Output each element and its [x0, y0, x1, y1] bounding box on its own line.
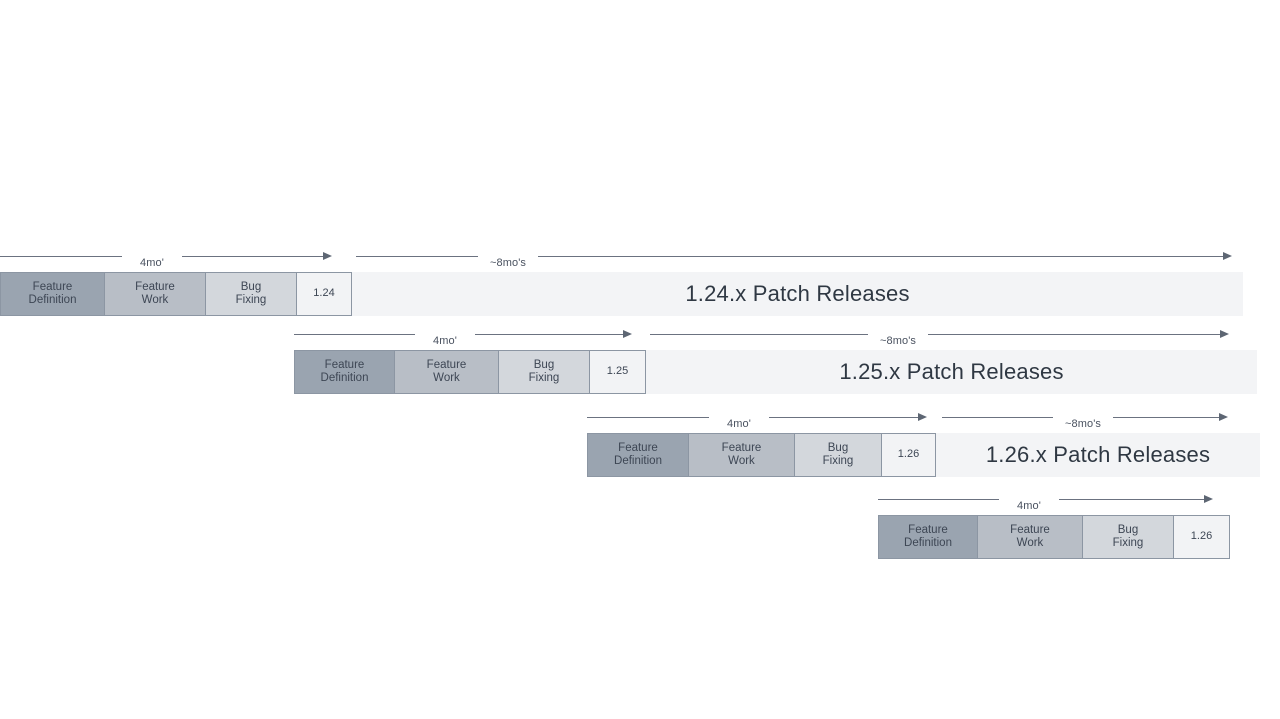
dev-cycle-arrow-release-1-24: 4mo': [0, 248, 332, 274]
patch-window-arrow-release-1-24: ~8mo's: [356, 248, 1232, 274]
dev-cycle-arrow-release-1-25-label: 4mo': [433, 335, 457, 347]
phase-bug-fixing-release-1-26-next[interactable]: Bug Fixing: [1082, 515, 1173, 559]
phase-feature-work-release-1-24[interactable]: Feature Work: [104, 272, 205, 316]
version-box-release-1-25[interactable]: 1.25: [589, 350, 646, 394]
version-box-release-1-26-next[interactable]: 1.26: [1173, 515, 1230, 559]
dev-cycle-arrow-release-1-25-line-left: [294, 334, 415, 335]
dev-cycle-arrow-release-1-25-line-right: [475, 334, 623, 335]
dev-cycle-arrow-release-1-24-line-left: [0, 256, 122, 257]
dev-cycle-arrow-release-1-26-next: 4mo': [878, 491, 1213, 517]
version-box-release-1-24[interactable]: 1.24: [296, 272, 352, 316]
patch-window-arrow-release-1-25-label: ~8mo's: [879, 335, 917, 347]
phase-bug-fixing-release-1-25[interactable]: Bug Fixing: [498, 350, 589, 394]
phase-bug-fixing-release-1-24[interactable]: Bug Fixing: [205, 272, 296, 316]
dev-cycle-arrow-release-1-25-arrowhead: [623, 330, 632, 338]
patch-window-arrow-release-1-25-line-right: [928, 334, 1220, 335]
phase-bug-fixing-release-1-26[interactable]: Bug Fixing: [794, 433, 881, 477]
patch-window-arrow-release-1-24-label: ~8mo's: [489, 257, 527, 269]
phase-feature-definition-release-1-26-next[interactable]: Feature Definition: [878, 515, 977, 559]
dev-cycle-arrow-release-1-24-line-right: [182, 256, 323, 257]
phase-feature-definition-release-1-26[interactable]: Feature Definition: [587, 433, 688, 477]
patch-window-arrow-release-1-24-line-left: [356, 256, 478, 257]
patch-window-arrow-release-1-24-line-right: [538, 256, 1223, 257]
patch-release-band-release-1-26: 1.26.x Patch Releases: [936, 433, 1260, 477]
timeline-row-release-1-25: 4mo' ~8mo's 1.25.x Patch Releases Feature D…: [0, 326, 1280, 406]
patch-window-arrow-release-1-26-label: ~8mo's: [1064, 418, 1102, 430]
phase-feature-work-release-1-25[interactable]: Feature Work: [394, 350, 498, 394]
dev-cycle-arrow-release-1-24-arrowhead: [323, 252, 332, 260]
patch-window-arrow-release-1-26-arrowhead: [1219, 413, 1228, 421]
patch-window-arrow-release-1-26-line-right: [1113, 417, 1219, 418]
dev-cycle-arrow-release-1-26-arrowhead: [918, 413, 927, 421]
dev-cycle-arrow-release-1-26-next-label: 4mo': [1017, 500, 1041, 512]
dev-cycle-arrow-release-1-25: 4mo': [294, 326, 632, 352]
phase-feature-work-release-1-26-next[interactable]: Feature Work: [977, 515, 1082, 559]
dev-cycle-arrow-release-1-26-next-line-right: [1059, 499, 1204, 500]
dev-cycle-arrow-release-1-26-label: 4mo': [727, 418, 751, 430]
dev-cycle-arrow-release-1-26-next-line-left: [878, 499, 999, 500]
timeline-row-release-1-26: 4mo' ~8mo's 1.26.x Patch Releases Feature D…: [0, 409, 1280, 489]
phase-feature-work-release-1-26[interactable]: Feature Work: [688, 433, 794, 477]
patch-window-arrow-release-1-26-line-left: [942, 417, 1053, 418]
dev-cycle-arrow-release-1-26: 4mo': [587, 409, 927, 435]
dev-cycle-arrow-release-1-26-next-arrowhead: [1204, 495, 1213, 503]
patch-window-arrow-release-1-25-line-left: [650, 334, 868, 335]
patch-release-title-release-1-26: 1.26.x Patch Releases: [985, 442, 1211, 467]
patch-window-arrow-release-1-24-arrowhead: [1223, 252, 1232, 260]
patch-release-band-release-1-24: 1.24.x Patch Releases: [352, 272, 1243, 316]
patch-window-arrow-release-1-25-arrowhead: [1220, 330, 1229, 338]
dev-cycle-arrow-release-1-26-line-right: [769, 417, 918, 418]
patch-release-band-release-1-25: 1.25.x Patch Releases: [646, 350, 1257, 394]
timeline-row-release-1-24: 4mo' ~8mo's 1.24.x Patch Releases Feature D…: [0, 248, 1280, 328]
patch-window-arrow-release-1-25: ~8mo's: [650, 326, 1229, 352]
dev-cycle-arrow-release-1-24-label: 4mo': [140, 257, 164, 269]
patch-release-title-release-1-24: 1.24.x Patch Releases: [685, 281, 910, 306]
patch-release-title-release-1-25: 1.25.x Patch Releases: [839, 359, 1064, 384]
dev-cycle-arrow-release-1-26-line-left: [587, 417, 709, 418]
patch-window-arrow-release-1-26: ~8mo's: [942, 409, 1228, 435]
phase-feature-definition-release-1-24[interactable]: Feature Definition: [0, 272, 104, 316]
phase-feature-definition-release-1-25[interactable]: Feature Definition: [294, 350, 394, 394]
version-box-release-1-26[interactable]: 1.26: [881, 433, 936, 477]
